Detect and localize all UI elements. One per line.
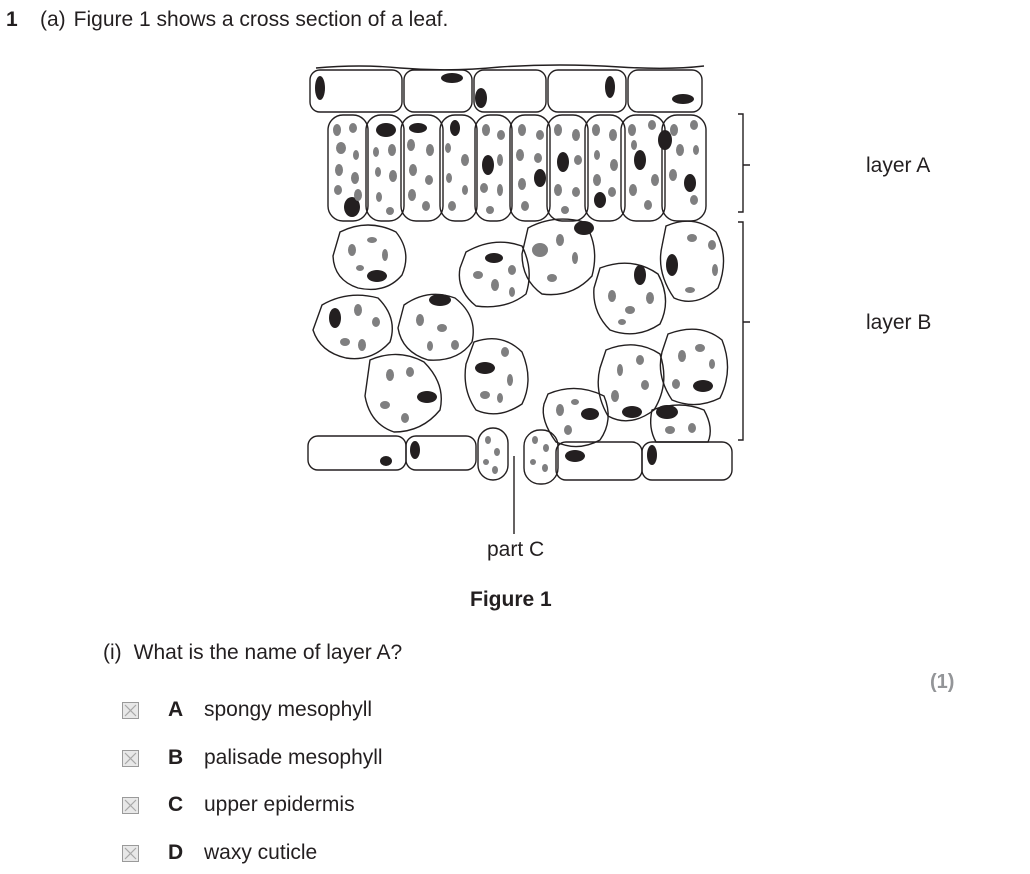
option-c-checkbox[interactable] <box>122 796 139 814</box>
part-c-label: part C <box>487 538 545 561</box>
leaf-cross-section-figure <box>307 64 750 534</box>
upper-epidermis <box>309 69 703 113</box>
nuclei <box>315 73 713 466</box>
checkbox-cross-icon <box>124 847 137 859</box>
option-b[interactable]: B palisade mesophyll <box>122 743 383 773</box>
question-part: (a) <box>40 8 66 31</box>
layer-b-label: layer B <box>866 311 932 334</box>
checkbox-cross-icon <box>124 799 137 811</box>
option-b-text: palisade mesophyll <box>204 746 383 769</box>
question-stem: Figure 1 shows a cross section of a leaf… <box>73 8 449 31</box>
layer-a-label: layer A <box>866 154 931 177</box>
subquestion-text: What is the name of layer A? <box>133 641 403 664</box>
option-d[interactable]: D waxy cuticle <box>122 838 317 868</box>
option-a[interactable]: A spongy mesophyll <box>122 695 372 725</box>
option-c-letter: C <box>168 793 184 816</box>
subquestion: (i) What is the name of layer A? <box>103 641 402 665</box>
subquestion-number: (i) <box>103 641 122 664</box>
layer-b-bracket <box>738 221 744 441</box>
option-a-text: spongy mesophyll <box>204 698 373 721</box>
question-number: 1 <box>6 8 18 31</box>
spongy-layer <box>312 218 729 448</box>
chloroplasts <box>333 120 718 474</box>
option-d-checkbox[interactable] <box>122 844 139 862</box>
palisade-layer <box>327 114 707 222</box>
option-d-text: waxy cuticle <box>204 841 318 864</box>
option-a-checkbox[interactable] <box>122 701 139 719</box>
option-d-letter: D <box>168 841 184 864</box>
option-b-letter: B <box>168 746 184 769</box>
lower-epidermis <box>307 435 733 481</box>
checkbox-cross-icon <box>124 752 137 764</box>
question-text: (a) Figure 1 shows a cross section of a l… <box>40 8 448 32</box>
option-a-letter: A <box>168 698 184 721</box>
figure-caption: Figure 1 <box>470 588 552 611</box>
option-b-checkbox[interactable] <box>122 749 139 767</box>
option-c-text: upper epidermis <box>204 793 355 816</box>
cuticle-line <box>315 64 705 71</box>
layer-a-bracket <box>738 113 744 213</box>
option-c[interactable]: C upper epidermis <box>122 790 355 820</box>
stoma-guard-cells <box>477 427 559 485</box>
marks-label: (1) <box>930 671 955 693</box>
checkbox-cross-icon <box>124 704 137 716</box>
